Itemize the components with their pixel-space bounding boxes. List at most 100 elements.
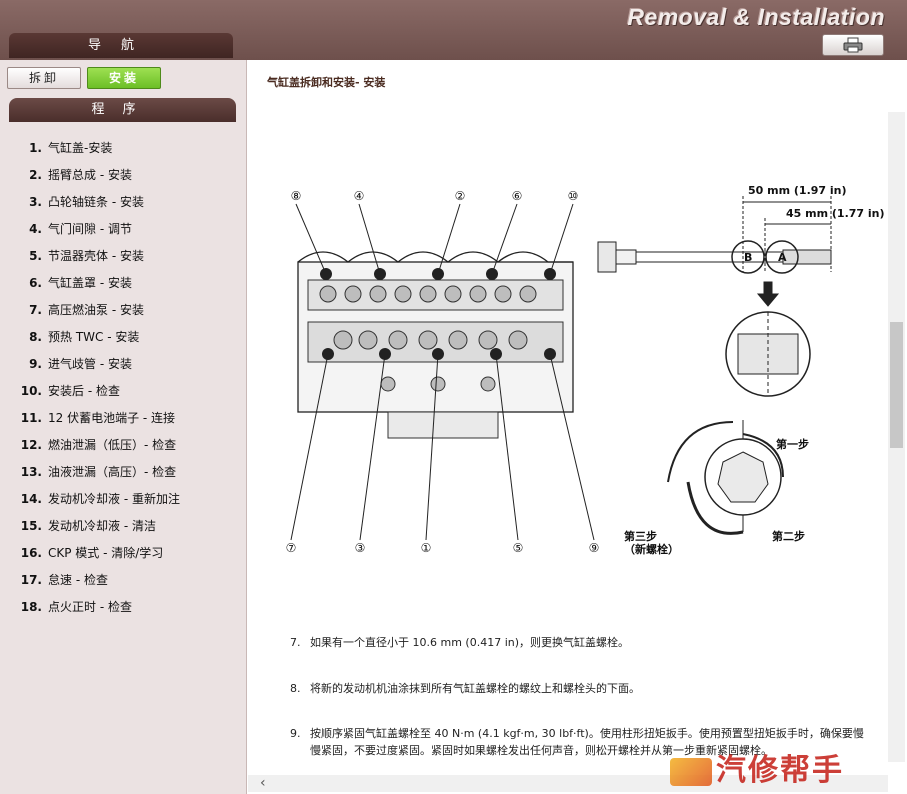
measure-point-b: B (744, 251, 752, 264)
cylinder-head-drawing (290, 203, 595, 541)
procedure-item[interactable]: 17. 怠速 - 检查 (17, 571, 245, 598)
print-button[interactable] (822, 34, 884, 56)
step-text: 如果有一个直径小于 10.6 mm (0.417 in)，则更换气缸盖螺栓。 (310, 636, 630, 649)
procedure-item[interactable]: 7. 高压燃油泵 - 安装 (17, 301, 245, 328)
step-number: 9. (290, 727, 301, 740)
dimension-45mm: 45 mm (1.77 in) (786, 207, 885, 220)
procedure-number: 13. (20, 465, 42, 479)
procedure-label: 怠速 - 检查 (48, 573, 108, 587)
horizontal-scrollbar[interactable]: ‹ (248, 775, 888, 792)
procedure-label: 气缸盖罩 - 安装 (48, 276, 132, 290)
step-text: 将新的发动机机油涂抹到所有气缸盖螺栓的螺纹上和螺栓头的下面。 (310, 682, 640, 695)
app-title: Removal & Installation (627, 4, 885, 30)
procedure-item[interactable]: 18. 点火正时 - 检查 (17, 598, 245, 625)
procedure-item[interactable]: 15. 发动机冷却液 - 清洁 (17, 517, 245, 544)
procedure-number: 2. (29, 168, 42, 182)
procedure-item[interactable]: 9. 进气歧管 - 安装 (17, 355, 245, 382)
procedure-label: 安装后 - 检查 (48, 384, 120, 398)
procedure-number: 16. (20, 546, 42, 560)
procedure-number: 11. (20, 411, 42, 425)
measure-point-a: A (778, 251, 787, 264)
procedure-item[interactable]: 6. 气缸盖罩 - 安装 (17, 274, 245, 301)
procedure-label: 凸轮轴链条 - 安装 (48, 195, 144, 209)
bolt-number-1: ① (421, 541, 432, 555)
procedure-number: 5. (29, 249, 42, 263)
tab-install[interactable]: 安装 (87, 67, 161, 89)
printer-icon (843, 37, 863, 53)
procedure-item[interactable]: 4. 气门间隙 - 调节 (17, 220, 245, 247)
bolt-measurement-drawing (597, 196, 832, 535)
procedure-label: 点火正时 - 检查 (48, 600, 132, 614)
procedure-number: 8. (29, 330, 42, 344)
watermark-text: 汽修帮手 (716, 753, 844, 788)
procedure-number: 17. (20, 573, 42, 587)
bolt-number-5: ⑤ (513, 541, 524, 555)
procedure-label: 气缸盖-安装 (48, 141, 113, 155)
procedure-number: 6. (29, 276, 42, 290)
procedure-item[interactable]: 13. 油液泄漏（高压）- 检查 (17, 463, 245, 490)
content-pane: 气缸盖拆卸和安装- 安装 (248, 60, 907, 794)
procedure-item[interactable]: 16. CKP 模式 - 清除/学习 (17, 544, 245, 571)
procedure-number: 7. (29, 303, 42, 317)
procedure-number: 12. (20, 438, 42, 452)
tab-remove[interactable]: 拆卸 (7, 67, 81, 89)
procedure-number: 18. (20, 600, 42, 614)
step-two-label: 第二步 (772, 529, 805, 543)
procedure-label: 发动机冷却液 - 重新加注 (48, 492, 180, 506)
step-three-note: （新螺栓） (624, 542, 679, 556)
scroll-left-icon[interactable]: ‹ (260, 775, 266, 791)
procedure-label: 预热 TWC - 安装 (48, 330, 140, 344)
bolt-number-7: ⑦ (286, 541, 297, 555)
vertical-scrollbar[interactable] (888, 112, 905, 762)
cylinder-head-bolt-diagram: ⑧ ④ ② ⑥ ⑩ ⑦ ③ ① ⑤ ⑨ (286, 184, 885, 556)
dimension-50mm: 50 mm (1.97 in) (748, 184, 847, 197)
procedure-item[interactable]: 14. 发动机冷却液 - 重新加注 (17, 490, 245, 517)
step-one-label: 第一步 (776, 437, 809, 451)
procedure-number: 3. (29, 195, 42, 209)
sidebar: 拆卸 安装 程序 1. 气缸盖-安装 2. 摇臂总成 - 安装 3. 凸轮轴链条 - … (0, 60, 247, 794)
bolt-number-8: ⑧ (291, 189, 302, 203)
procedure-number: 9. (29, 357, 42, 371)
procedures-header: 程序 (9, 98, 236, 122)
procedure-number: 15. (20, 519, 42, 533)
procedure-label: 高压燃油泵 - 安装 (48, 303, 144, 317)
watermark: 汽修帮手 (670, 752, 904, 790)
procedure-number: 10. (20, 384, 42, 398)
header-bar: Removal & Installation 导航 (0, 0, 907, 60)
procedure-item[interactable]: 10. 安装后 - 检查 (17, 382, 245, 409)
procedure-label: 摇臂总成 - 安装 (48, 168, 132, 182)
bolt-number-9: ⑨ (589, 541, 600, 555)
bolt-number-2: ② (455, 189, 466, 203)
procedure-label: 进气歧管 - 安装 (48, 357, 132, 371)
procedure-number: 14. (20, 492, 42, 506)
procedure-number: 4. (29, 222, 42, 236)
bolt-number-10: ⑩ (568, 189, 579, 203)
procedure-list: 1. 气缸盖-安装 2. 摇臂总成 - 安装 3. 凸轮轴链条 - 安装 4. 气门间隙… (17, 139, 245, 625)
step-text: 按顺序紧固气缸盖螺栓至 40 N·m (4.1 kgf·m, 30 lbf·ft… (310, 727, 864, 757)
procedure-label: 气门间隙 - 调节 (48, 222, 132, 236)
bolt-number-3: ③ (355, 541, 366, 555)
step-number: 7. (290, 636, 301, 649)
procedure-label: 节温器壳体 - 安装 (48, 249, 144, 263)
bolt-number-6: ⑥ (512, 189, 523, 203)
procedure-item[interactable]: 12. 燃油泄漏（低压）- 检查 (17, 436, 245, 463)
procedure-item[interactable]: 11. 12 伏蓄电池端子 - 连接 (17, 409, 245, 436)
procedure-label: 发动机冷却液 - 清洁 (48, 519, 156, 533)
bolt-number-4: ④ (354, 189, 365, 203)
step-number: 8. (290, 682, 301, 695)
procedure-number: 1. (29, 141, 42, 155)
procedure-label: 油液泄漏（高压）- 检查 (48, 465, 177, 479)
procedure-label: CKP 模式 - 清除/学习 (48, 546, 164, 560)
procedure-label: 12 伏蓄电池端子 - 连接 (48, 411, 176, 425)
procedure-label: 燃油泄漏（低压）- 检查 (48, 438, 177, 452)
instruction-step: 9. 按顺序紧固气缸盖螺栓至 40 N·m (4.1 kgf·m, 30 lbf… (290, 725, 890, 763)
procedure-item[interactable]: 5. 节温器壳体 - 安装 (17, 247, 245, 274)
section-title: 气缸盖拆卸和安装- 安装 (267, 76, 386, 89)
nav-tab[interactable]: 导航 (9, 33, 233, 58)
scrollbar-thumb[interactable] (890, 322, 903, 448)
procedure-item[interactable]: 3. 凸轮轴链条 - 安装 (17, 193, 245, 220)
watermark-logo-icon (670, 757, 712, 786)
procedure-item[interactable]: 2. 摇臂总成 - 安装 (17, 166, 245, 193)
procedure-item[interactable]: 8. 预热 TWC - 安装 (17, 328, 245, 355)
procedure-item[interactable]: 1. 气缸盖-安装 (17, 139, 245, 166)
